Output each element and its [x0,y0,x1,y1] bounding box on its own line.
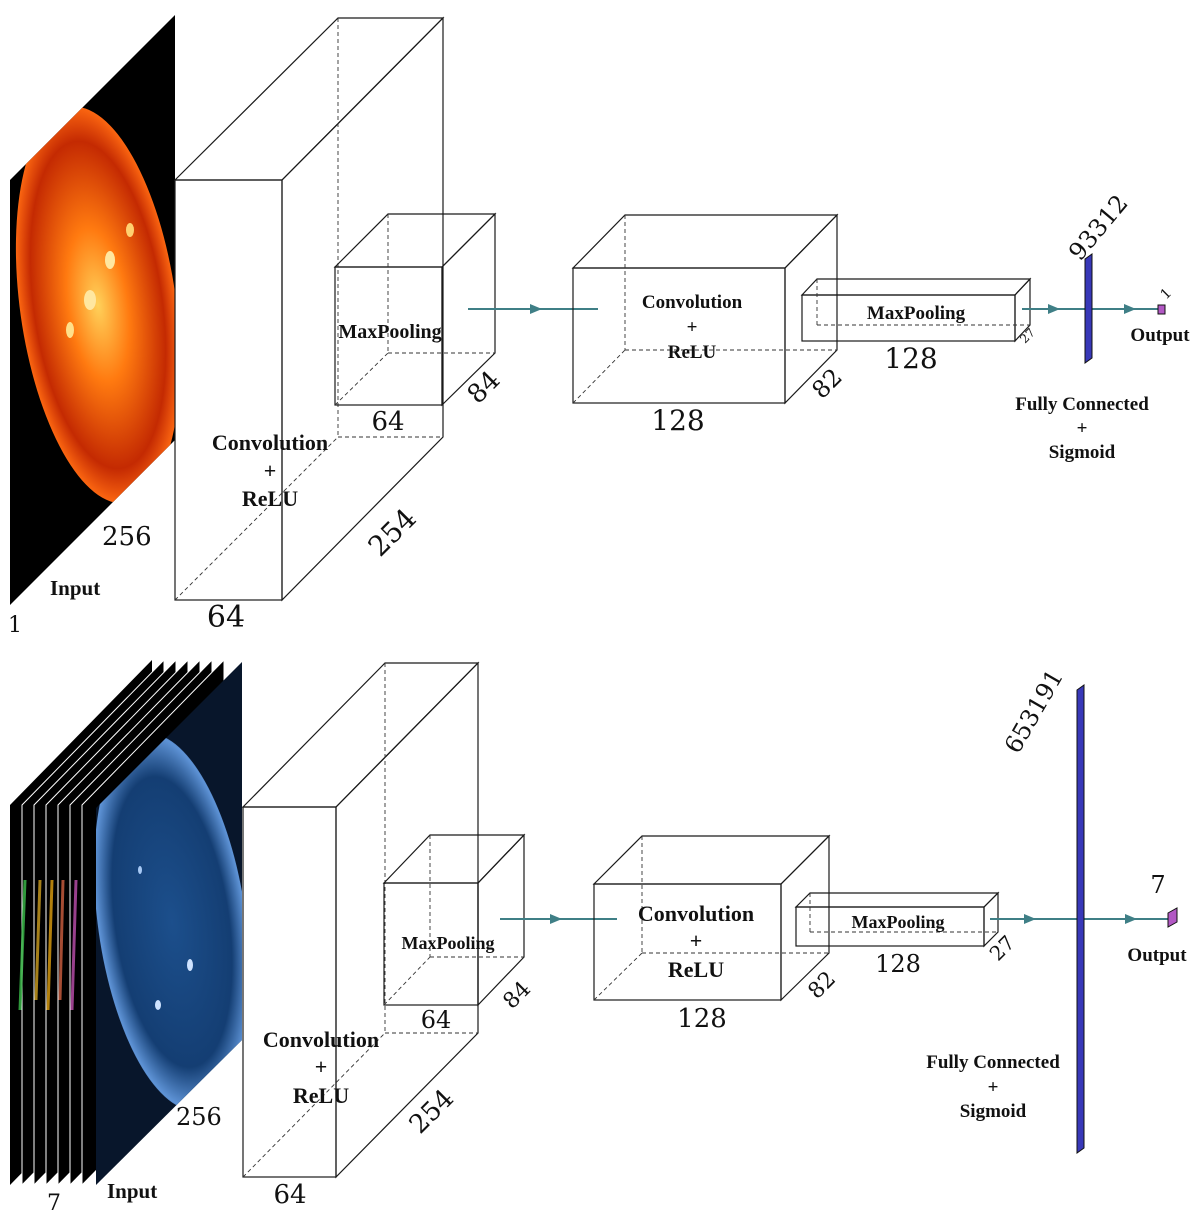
bottom-network: Input 256 7 Convolution + ReLU 64 254 Ma… [10,658,1187,1214]
bottom-output-label: Output [1127,945,1187,966]
bottom-pool2-depth: 27 [985,931,1020,966]
top-pool1-width: 64 [371,407,404,437]
bottom-pool1-block [382,833,526,1007]
bottom-output-size: 7 [1150,871,1165,899]
top-fc-label-1: Fully Connected [1015,394,1149,415]
top-input-channels: 1 [8,613,22,638]
bottom-pool1-width: 64 [421,1006,452,1034]
bottom-fc-size: 653191 [999,665,1069,758]
bottom-conv2-width: 128 [677,1004,727,1034]
top-conv2-label-2: + [687,317,698,338]
bottom-pool2-top-face [794,892,1000,908]
top-arrow-2-head-b [1124,304,1136,314]
bottom-conv1-label-1: Convolution [263,1027,379,1052]
top-pool1-depth: 84 [462,365,507,410]
top-pool2-top-face [800,278,1032,296]
top-conv1-depth: 254 [362,502,423,563]
top-conv2-depth: 82 [806,363,847,404]
bottom-conv1-width: 64 [273,1180,306,1210]
top-pool1-front-face [334,266,443,406]
top-conv1-width: 64 [207,600,245,635]
top-arrow-2-head-a [1048,304,1060,314]
top-conv1-label-2: + [264,458,277,483]
bottom-arrow-2-head-a [1024,914,1036,924]
top-pool2-width: 128 [884,342,937,375]
bottom-arrow-1-head [550,914,562,924]
bottom-pool1-label: MaxPooling [402,933,495,953]
top-pool1-label: MaxPooling [338,321,441,343]
top-conv2-top-face [571,214,839,269]
bottom-fc-label-1: Fully Connected [926,1052,1060,1073]
top-pool2-depth: 27 [1017,325,1038,346]
top-conv2-block [571,213,839,405]
top-fc-size: 93312 [1063,189,1134,265]
bottom-conv2-label-3: ReLU [668,957,724,982]
top-conv2-label-1: Convolution [642,292,743,313]
bottom-conv2-block [592,834,831,1002]
bottom-fc-bar [1076,684,1085,1154]
bottom-fc-label-3: Sigmoid [960,1101,1027,1122]
top-conv1-label-1: Convolution [212,430,328,455]
bottom-input-image [96,662,242,1185]
bottom-arrow-2-head-b [1125,914,1137,924]
bottom-conv2-top-face [592,835,831,885]
top-output-label: Output [1130,325,1190,346]
bottom-conv1-side-face [335,661,479,1179]
bottom-pool1-front-face [383,882,479,1006]
bottom-fc-label-2: + [988,1077,999,1098]
top-fc-label-2: + [1077,418,1088,439]
bottom-pool2-width: 128 [875,950,921,978]
bottom-conv2-front-face [593,883,782,1001]
bottom-pool1-top-face [382,834,526,884]
bottom-input-channels: 7 [47,1191,61,1214]
top-conv1-top-face [173,17,445,181]
top-input-size: 256 [102,522,152,552]
bottom-conv1-depth: 254 [404,1084,460,1140]
top-pool2-front-face [801,294,1016,342]
bottom-conv1-front-face [242,806,337,1178]
bottom-conv1-label-3: ReLU [293,1083,349,1108]
top-pool1-top-face [333,213,497,268]
top-output-size: 1 [1158,285,1176,303]
top-conv1-block [173,16,445,602]
bottom-pool1-depth: 84 [499,977,536,1014]
bottom-pool2-label: MaxPooling [852,912,945,932]
bottom-conv2-label-2: + [690,928,703,953]
top-conv2-front-face [572,267,786,404]
bottom-conv1-top-face [241,662,480,808]
top-output-node [1157,304,1166,315]
top-pool1-block [333,212,497,407]
bottom-output-node [1167,907,1178,928]
bottom-pool2-block [794,891,1000,948]
bottom-conv1-label-2: + [315,1054,328,1079]
bottom-input-label: Input [107,1179,157,1203]
top-fc-bar [1084,253,1093,364]
top-conv2-width: 128 [651,404,704,437]
bottom-input-size: 256 [176,1103,222,1131]
top-network: Input 256 1 Convolution + ReLU 64 254 Ma… [8,15,1190,638]
bottom-conv1-block [241,661,480,1179]
top-arrow-1-head [530,304,542,314]
top-pool2-block [800,277,1032,343]
top-input-image [10,15,175,605]
top-conv1-side-face [281,16,444,602]
bottom-conv2-label-1: Convolution [638,901,754,926]
top-fc-label-3: Sigmoid [1049,442,1116,463]
bottom-pool2-front-face [795,906,985,947]
top-input-label: Input [50,576,100,600]
top-conv1-front-face [174,179,283,601]
top-pool2-label: MaxPooling [867,303,966,324]
top-conv2-label-3: ReLU [668,342,717,363]
top-conv1-label-3: ReLU [242,486,298,511]
